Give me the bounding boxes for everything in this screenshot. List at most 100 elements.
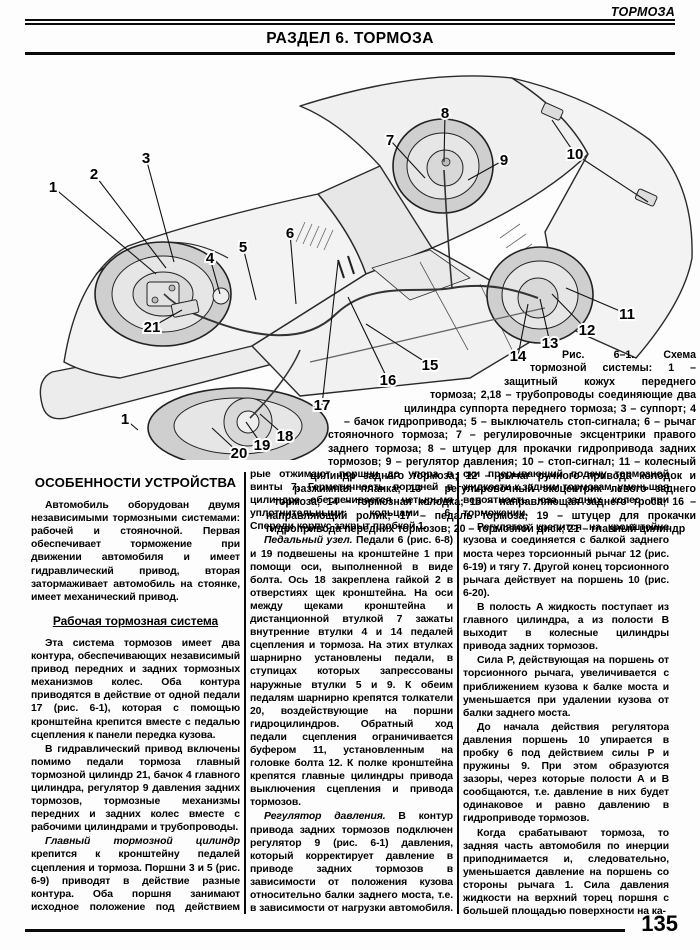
page-number: 135 (641, 911, 678, 936)
callout-leader (245, 421, 263, 446)
caption-wrap-spacer (266, 429, 328, 456)
master-cylinder-assembly (170, 255, 355, 318)
callout-number: 19 (254, 437, 271, 454)
callout-number: 20 (231, 445, 248, 460)
running-head: ТОРМОЗА (610, 5, 675, 19)
callout-leader (151, 309, 183, 328)
callout-leader (443, 112, 446, 163)
cowl-hatching (295, 221, 539, 269)
subsection-heading: Рабочая тормозная система (52, 613, 219, 628)
callout-number: 8 (441, 105, 449, 122)
pipe-front-right (249, 349, 301, 419)
callout-leader (347, 296, 389, 381)
callout-number: 14 (510, 348, 527, 365)
callout-number: 18 (277, 428, 294, 445)
callout-leader (467, 159, 505, 181)
caption-body: 1 – защитный кожух переднего тормоза; 2,… (266, 362, 696, 536)
paragraph: До начала действия регулятора давления п… (463, 721, 669, 825)
callout-number: 6 (286, 225, 294, 242)
fluid-reservoir (212, 287, 230, 305)
paragraph-text: Педали 6 (рис. 6-8) и 19 подвешены на кр… (250, 535, 453, 809)
paragraph-lead: Главный тормозной цилиндр (45, 836, 240, 848)
callout-number: 2 (90, 166, 98, 183)
tail-lights (540, 102, 658, 207)
callout-number: 16 (380, 372, 397, 389)
paragraph: ски прерывающий подачу тормозной жидкост… (463, 469, 669, 520)
caption-wrap-spacer (266, 349, 562, 362)
caption-wrap-spacer (266, 416, 344, 429)
callout-leader (321, 261, 339, 406)
paragraph: Педальный узел. Педали 6 (рис. 6-8) и 19… (250, 534, 453, 809)
side-window (371, 249, 471, 301)
callout-number: 15 (422, 357, 439, 374)
caption-wrap-spacer (266, 403, 404, 416)
figure-caption: Рис. 6–1. Схема тормозной системы: 1 – з… (266, 349, 696, 537)
stop-signal-left (540, 102, 564, 121)
header-rule-bottom (25, 23, 675, 25)
column-divider-1 (244, 472, 246, 914)
callout-leader (365, 323, 431, 366)
callout-leader (551, 119, 576, 155)
paragraph-lead: Педальный узел. (264, 535, 353, 547)
paragraph-text: В контур привода задних тормозов подключ… (250, 811, 453, 915)
column-3: ски прерывающий подачу тормозной жидкост… (463, 468, 669, 916)
callout-number: 5 (239, 239, 247, 256)
caption-wrap-spacer (266, 389, 430, 402)
header-rule-top (25, 19, 675, 21)
section-heading: ОСОБЕННОСТИ УСТРОЙСТВА (34, 475, 237, 490)
paragraph: В гидравлический привод включены помимо … (31, 743, 240, 834)
parking-brake-cable (309, 307, 546, 363)
callout-number: 21 (144, 319, 161, 336)
callout-number: 11 (619, 306, 635, 323)
paragraph: Эта система тормозов имеет два контура, … (31, 637, 240, 741)
paragraph: Когда срабатывают тормоза, то задняя час… (463, 827, 669, 916)
callout-number: 1 (49, 179, 57, 196)
column-2: рые отжимают поршни до упора в винты 7. … (250, 468, 453, 916)
paragraph: В полость А жидкость поступает из главно… (463, 601, 669, 653)
stop-signal-right (634, 188, 658, 207)
pedals (337, 255, 355, 279)
callout-leader (52, 186, 157, 275)
callout-leader (93, 173, 167, 269)
callout-leader (539, 298, 551, 344)
callout-leader (242, 246, 257, 301)
callout-number: 17 (314, 397, 331, 414)
caption-lead: Рис. 6–1. Схема тормозной системы: (530, 349, 696, 375)
callout-number: 12 (579, 322, 596, 339)
paragraph: Главный тормозной цилиндр крепится к кро… (31, 835, 240, 916)
wheel-rear-right (486, 246, 594, 344)
pipe-rear-left (443, 169, 453, 289)
callout-leader (211, 427, 240, 454)
callout-number: 3 (142, 150, 150, 167)
paragraph: Регулятор крепится на кронштейне кузова … (463, 522, 669, 599)
callout-number: 13 (542, 335, 559, 352)
callout-leader (145, 157, 175, 263)
brake-pipes (163, 169, 546, 419)
callout-leader (289, 232, 297, 305)
caption-wrap-spacer (266, 376, 504, 389)
wheel-front-right (147, 387, 329, 460)
title-rule (25, 52, 675, 55)
paragraph-lead: Регулятор давления. (264, 811, 386, 823)
callout-number: 4 (206, 250, 215, 267)
callout-leader (259, 413, 286, 437)
paragraph: Сила Р, действующая на поршень от торсио… (463, 655, 669, 719)
callout-leader (209, 257, 221, 295)
caption-wrap-spacer (266, 362, 530, 375)
master-cylinder (170, 299, 200, 318)
paragraph: Регулятор давления. В контур привода зад… (250, 810, 453, 916)
callout-number: 9 (500, 152, 508, 169)
callout-number: 10 (567, 146, 584, 163)
callout-leader (124, 418, 139, 431)
wheel-rear-left (392, 118, 494, 214)
callout-leader (574, 153, 649, 203)
callout-number: 1 (121, 411, 129, 428)
column-divider-2 (457, 472, 459, 914)
callout-number: 7 (386, 132, 394, 149)
section-title: РАЗДЕЛ 6. ТОРМОЗА (266, 30, 434, 47)
paragraph-text: крепится к кронштейну педалей сцепления … (31, 849, 240, 916)
